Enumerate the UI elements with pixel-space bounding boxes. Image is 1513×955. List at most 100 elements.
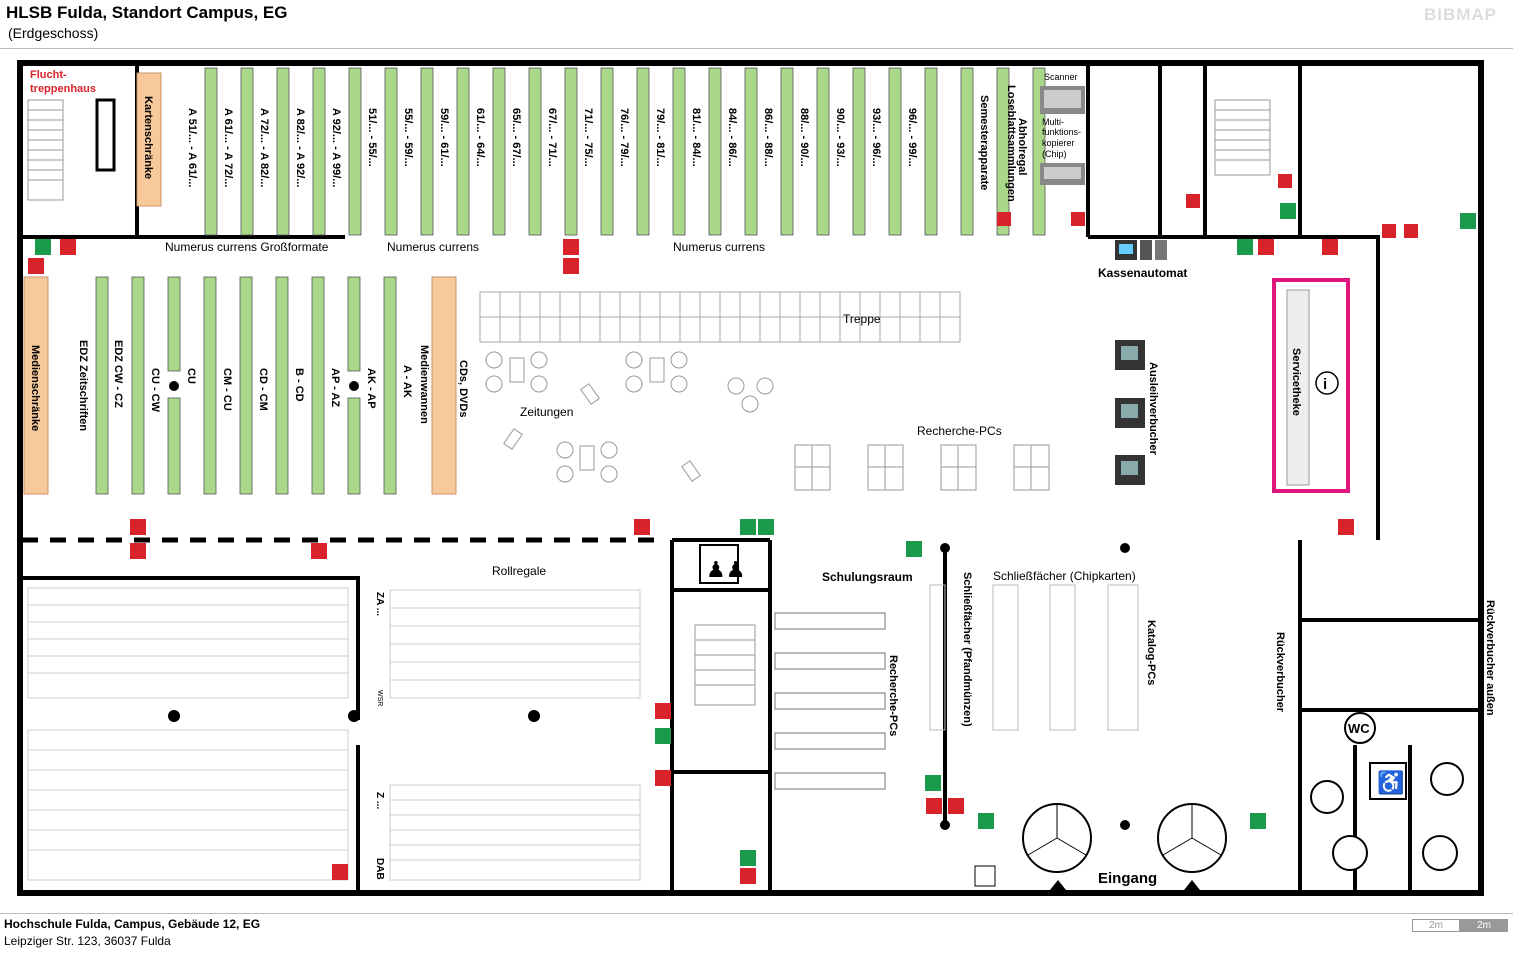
svg-text:♿: ♿ [1377, 770, 1404, 795]
map-subtitle: (Erdgeschoss) [8, 25, 99, 41]
servicetheke-label: Servicetheke [1290, 348, 1302, 416]
rueckverbucher-label: Rückverbucher [1274, 632, 1286, 713]
shelf-label: CM - CU [221, 368, 233, 411]
scanner-label: Scanner [1044, 72, 1078, 82]
abholregal-label: Abholregal [1016, 118, 1028, 175]
shelf-label: 61/... - 64/... [474, 108, 486, 167]
shelf-label: 76/... - 79/... [618, 108, 630, 167]
wc-icon: WC [1344, 712, 1376, 744]
loseblatt-label: Loseblattsammlungen [1005, 85, 1017, 202]
self-checkout-kiosks [1115, 340, 1145, 485]
shelf-label: CU - CW [149, 368, 161, 413]
top-shelf-labels: A 51/... - A 61/... A 61/... - A 72/... … [186, 85, 1028, 202]
women-wc-icon [1422, 835, 1458, 871]
shelf-label: A 82/... - A 92/... [294, 108, 306, 187]
rueckverbucher-aussen-label: Rückverbucher außen [1484, 600, 1496, 716]
shelf-label: CU [185, 368, 197, 384]
copier-label-2: funktions- [1042, 127, 1081, 137]
rollregale-label: Rollregale [492, 564, 546, 578]
medienwannen-range-label: A - AK [401, 365, 413, 398]
baby-changing-icon [1310, 780, 1344, 814]
shelf-label: 67/... - 71/... [546, 108, 558, 167]
lower-shelf-row [95, 276, 397, 495]
shelf-label: EDZ CW - CZ [112, 340, 124, 408]
copier-label-1: Multi- [1042, 117, 1064, 127]
shelf-label: 71/... - 75/... [582, 108, 594, 167]
recherche-pcs-2-label: Recherche-PCs [887, 655, 899, 736]
cds-dvds-label: CDs, DVDs [457, 360, 469, 417]
staircase-main [479, 291, 961, 343]
info-icon [1315, 371, 1339, 395]
shelf-label: 96/... - 99/... [906, 108, 918, 167]
kartenschraenke-label: Kartenschränke [142, 96, 154, 179]
recherche-pcs-label: Recherche-PCs [917, 424, 1002, 438]
research-pc-tables [794, 444, 1050, 491]
cabinets [23, 72, 457, 495]
z-label: Z ... [374, 792, 385, 809]
revolving-doors[interactable] [1022, 803, 1227, 873]
fire-equipment-signs [28, 174, 1418, 884]
shelf-label: 81/... - 84/... [690, 108, 702, 167]
shelf-label: A 51/... - A 61/... [186, 108, 198, 187]
za-label: ZA ... [374, 592, 385, 616]
semesterapparate-label: Semesterapparate [978, 95, 990, 190]
dab-label: DAB [374, 858, 385, 880]
shelf-label: 65/... - 67/... [510, 108, 522, 167]
shelf-label: 59/... - 61/... [438, 108, 450, 167]
ausleihverbucher-label: Ausleihverbucher [1147, 362, 1159, 456]
bibmap-logo: BIBMAP [1423, 5, 1497, 24]
shelf-label: CD - CM [257, 368, 269, 411]
shelf-label: 93/... - 96/... [870, 108, 882, 167]
medienwannen-label: Medienwannen [418, 345, 430, 424]
accessible-wc-icon [1369, 762, 1407, 800]
footer-divider [0, 913, 1513, 914]
map-title: HLSB Fulda, Standort Campus, EG [6, 3, 288, 22]
scale-bar-left: 2m [1412, 919, 1460, 932]
inner-walls [20, 63, 1481, 890]
shelf-label: AK - AP [365, 368, 377, 409]
shelf-label: 86/... - 88/... [762, 108, 774, 167]
numerus-currens-label-1: Numerus currens [387, 240, 479, 254]
pillars [168, 381, 1130, 830]
outer-walls [17, 60, 1484, 896]
schulungsraum-label: Schulungsraum [822, 570, 913, 584]
top-shelf-row [204, 67, 1046, 236]
restroom-icons: ♿ [974, 762, 1464, 887]
baby-changing-icon-2 [1430, 762, 1464, 796]
numerus-currens-label-2: Numerus currens [673, 240, 765, 254]
elevator-icon: ♟♟ [699, 544, 745, 584]
emergency-exit-signs [35, 203, 1476, 866]
schliessfaecher-pfand-label: Schließfächer (Pfandmünzen) [961, 572, 973, 727]
building-name: Hochschule Fulda, Campus, Gebäude 12, EG [4, 917, 261, 931]
kassenautomat-label: Kassenautomat [1098, 266, 1187, 280]
treppe-label: Treppe [843, 312, 881, 326]
rollregale-area [27, 587, 641, 881]
shelf-label: A 92/... - A 99/... [330, 108, 342, 187]
shelf-label: 88/... - 90/... [798, 108, 810, 167]
svg-text:i: i [1323, 376, 1327, 393]
men-wc-icon [1332, 835, 1368, 871]
wc-label: WC [1348, 721, 1370, 736]
numerus-grossformate-label: Numerus currens Großformate [165, 240, 329, 254]
header-divider [0, 48, 1513, 49]
building-address: Leipziger Str. 123, 36037 Fulda [4, 934, 171, 948]
fluchttreppenhaus-label-2: treppenhaus [30, 83, 96, 95]
copier-area [1040, 86, 1085, 185]
shelf-label: 55/... - 59/... [402, 108, 414, 167]
lockers [929, 584, 1139, 731]
accessible-entrance-icon [974, 865, 996, 887]
schulungsraum-tables [774, 612, 886, 790]
shelf-label: 84/... - 86/... [726, 108, 738, 167]
shelf-label: 79/... - 81/... [654, 108, 666, 167]
shelf-label: AP - AZ [329, 368, 341, 407]
shelf-label: 90/... - 93/... [834, 108, 846, 167]
wsr-label: WSR [376, 690, 383, 706]
copier-label-3: kopierer [1042, 138, 1075, 148]
schliessfaecher-chip-label: Schließfächer (Chipkarten) [993, 569, 1136, 583]
shelf-label: A 72/... - A 82/... [258, 108, 270, 187]
scale-bar-right: 2m [1460, 919, 1508, 932]
shelf-label: B - CD [293, 368, 305, 402]
service-desk[interactable]: i [1272, 278, 1350, 493]
svg-text:♟♟: ♟♟ [706, 557, 745, 582]
